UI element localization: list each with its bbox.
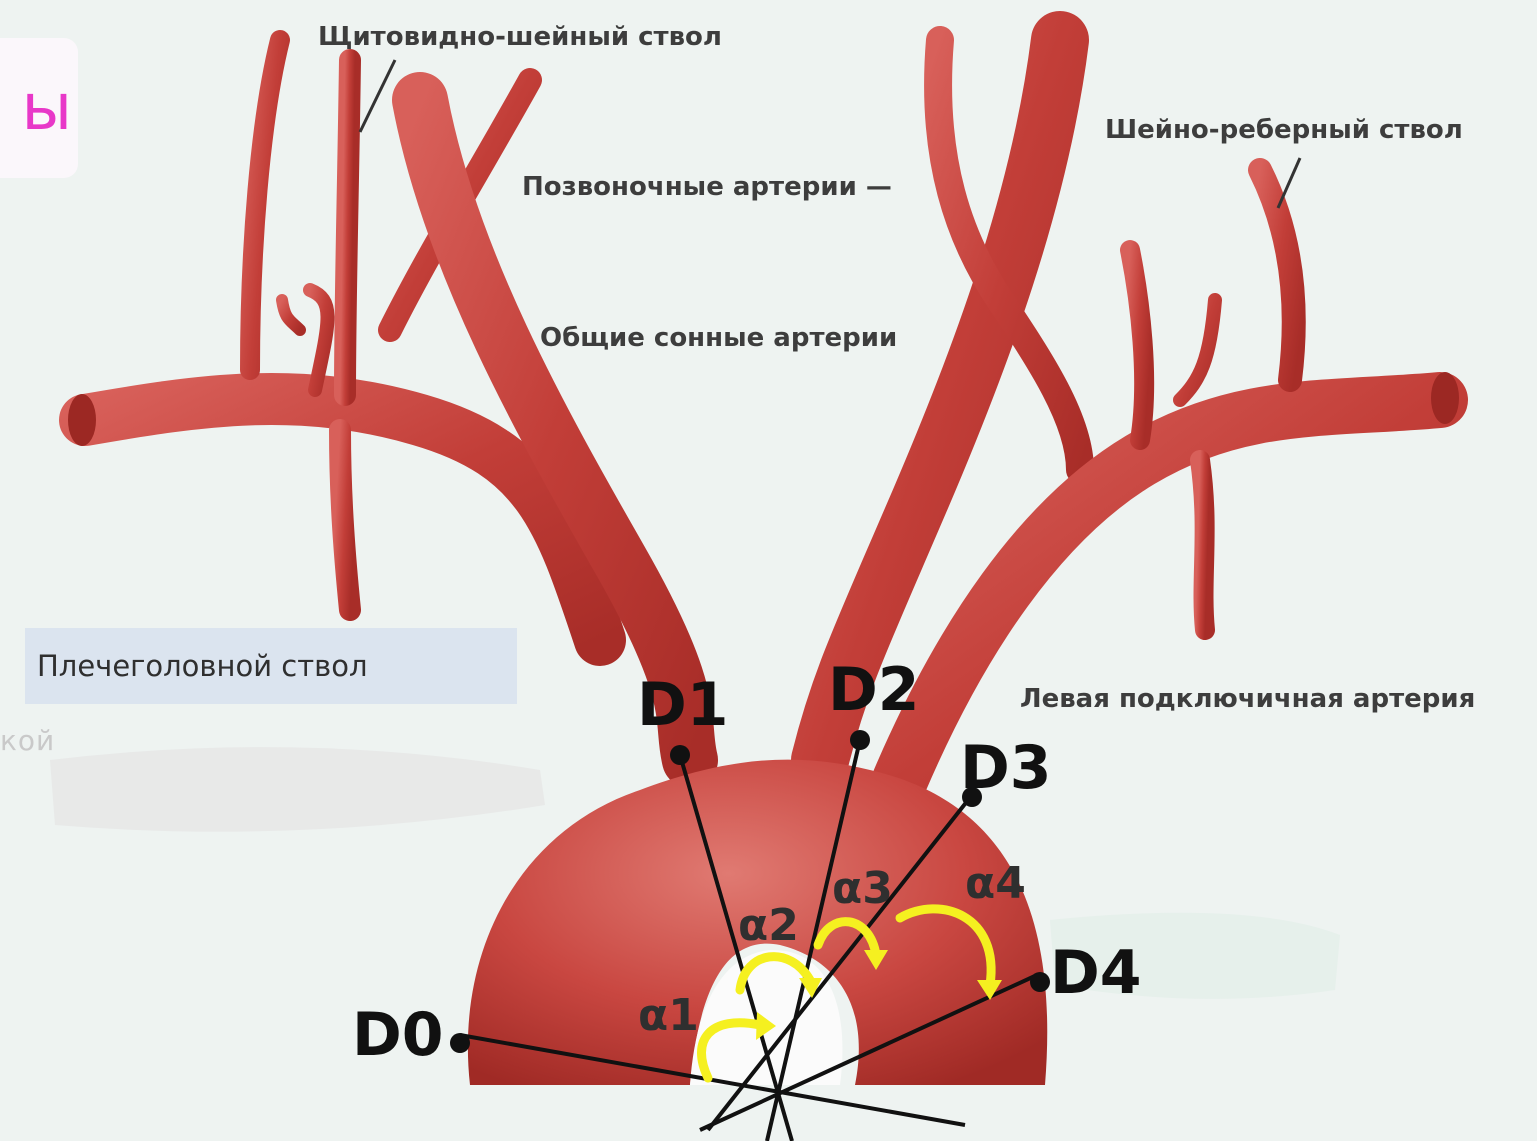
leader-costocervical xyxy=(1278,158,1300,208)
left-thyrocervical-branch xyxy=(1130,250,1144,440)
point-d1-marker xyxy=(670,745,690,765)
cropped-slide-text: кой xyxy=(0,724,55,757)
point-d3-label: D3 xyxy=(960,733,1052,803)
point-d2-label: D2 xyxy=(828,655,920,725)
point-d0-label: D0 xyxy=(352,1000,444,1070)
thyrocervical-branch xyxy=(345,60,350,395)
angle-label-a1: α1 xyxy=(638,990,699,1041)
point-d4-label: D4 xyxy=(1050,938,1142,1008)
label-costocervical-trunk: Шейно-реберный ствол xyxy=(1105,115,1463,145)
point-d0-marker xyxy=(450,1033,470,1053)
angle-label-a4: α4 xyxy=(965,858,1026,909)
angle-label-a2: α2 xyxy=(738,900,799,951)
left-internal-thoracic xyxy=(1200,460,1205,630)
right-vertebral-artery xyxy=(340,430,350,610)
label-vertebral-arteries: Позвоночные артерии — xyxy=(522,172,892,202)
left-thyrocervical-branch xyxy=(1180,300,1215,400)
leader-thyrocervical xyxy=(360,60,395,132)
cropped-slide-title: ы xyxy=(0,38,78,178)
background-smudge xyxy=(50,747,545,832)
left-subclavian-opening xyxy=(1431,372,1459,424)
right-subclavian-opening xyxy=(68,394,96,446)
thyrocervical-branch xyxy=(310,290,328,390)
point-d2-marker xyxy=(850,730,870,750)
left-subclavian-artery xyxy=(900,400,1440,780)
angle-label-a3: α3 xyxy=(832,863,893,914)
label-brachiocephalic-trunk: Плечеголовной ствол xyxy=(25,628,517,704)
thyrocervical-branch xyxy=(282,300,300,330)
label-left-subclavian-artery: Левая подключичная артерия xyxy=(1020,684,1475,714)
point-d1-label: D1 xyxy=(637,670,729,740)
thyrocervical-branch xyxy=(250,40,280,370)
label-thyrocervical-trunk: Щитовидно-шейный ствол xyxy=(318,22,722,52)
point-d4-marker xyxy=(1030,972,1050,992)
costocervical-trunk xyxy=(1260,170,1294,380)
label-common-carotid-arteries: Общие сонные артерии xyxy=(540,323,897,353)
